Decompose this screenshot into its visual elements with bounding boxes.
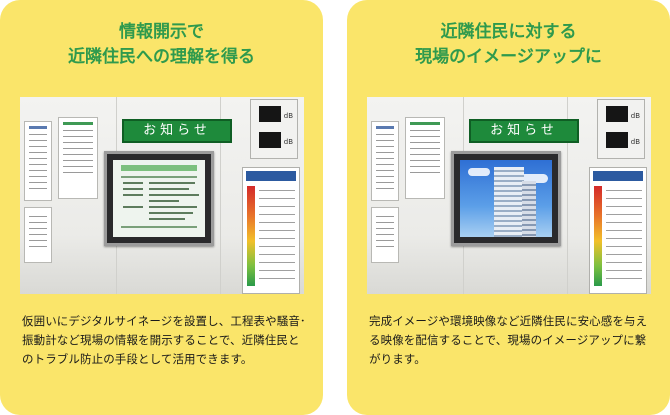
notice-paper	[24, 207, 52, 263]
card-title: 情報開示で 近隣住民への理解を得る	[0, 20, 323, 70]
info-disclosure-card: 情報開示で 近隣住民への理解を得る お知らせ	[0, 0, 323, 415]
card-title-line-1: 近隣住民に対する	[440, 22, 577, 42]
card-title: 近隣住民に対する 現場のイメージアップに	[347, 20, 670, 70]
notice-paper	[371, 207, 399, 263]
notice-paper	[371, 121, 399, 201]
card-description: 完成イメージや環境映像など近隣住民に安心感を与える映像を配信することで、現場のイ…	[369, 314, 648, 366]
card-title-line-2: 近隣住民への理解を得る	[68, 47, 255, 67]
notice-sign: お知らせ	[122, 119, 232, 143]
noise-scale-panel	[589, 167, 647, 294]
digital-signage	[104, 151, 214, 246]
card-description: 仮囲いにデジタルサイネージを設置し、工程表や騒音･振動計など現場の情報を開示する…	[22, 314, 306, 366]
card-title-line-1: 情報開示で	[119, 22, 204, 42]
image-up-card: 近隣住民に対する 現場のイメージアップに お知らせ	[347, 0, 670, 415]
signage-photo: お知らせ dB dB	[367, 97, 651, 294]
signage-screen-building	[460, 160, 552, 237]
card-title-line-2: 現場のイメージアップに	[415, 47, 602, 67]
signage-photo: お知らせ dB dB	[20, 97, 304, 294]
notice-paper	[24, 121, 52, 201]
noise-vibration-meter: dB dB	[250, 99, 298, 159]
noise-vibration-meter: dB dB	[597, 99, 645, 159]
notice-sign: お知らせ	[469, 119, 579, 143]
notice-paper	[405, 117, 445, 199]
signage-screen-schedule	[113, 160, 205, 237]
building-image	[494, 167, 524, 237]
notice-paper	[58, 117, 98, 199]
noise-scale-panel	[242, 167, 300, 294]
digital-signage	[451, 151, 561, 246]
